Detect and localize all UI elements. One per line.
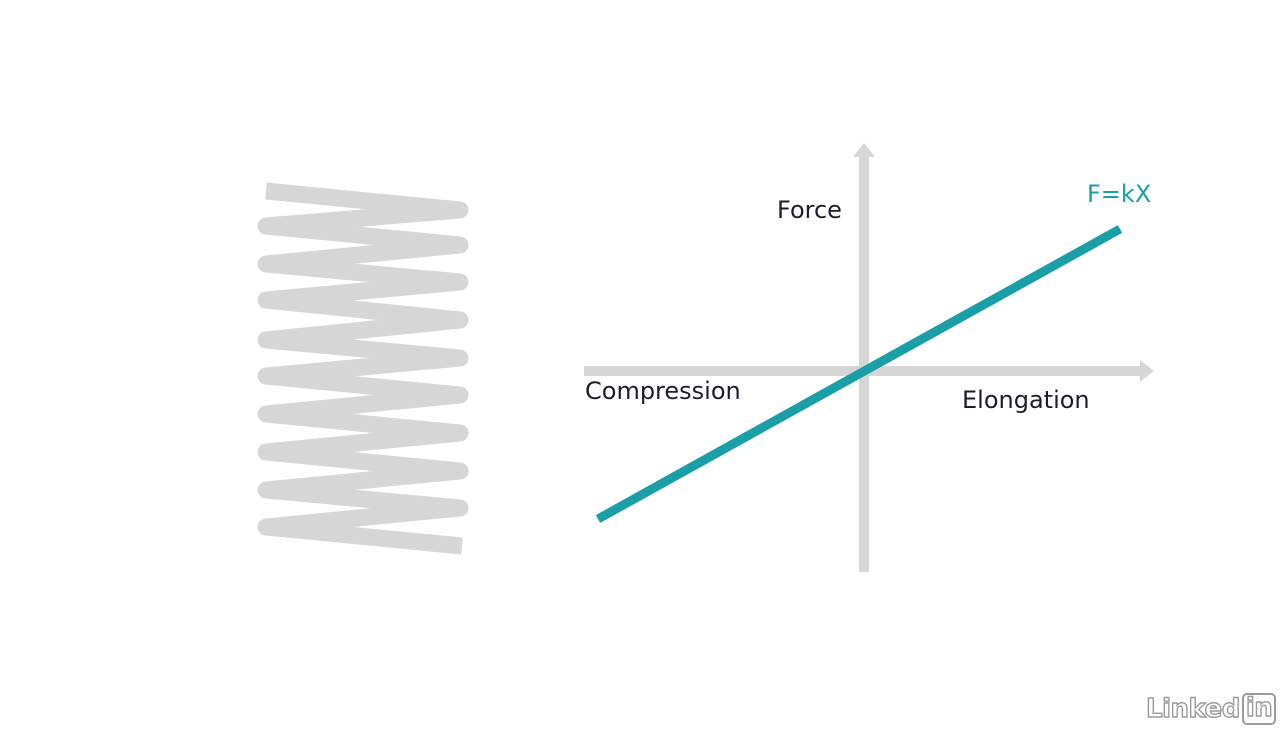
equation-label: F=kX	[1087, 180, 1152, 208]
force-line	[595, 225, 1123, 523]
y-axis-arrow	[853, 143, 875, 157]
spring-coil	[257, 182, 469, 555]
x-axis-arrow	[1140, 360, 1154, 382]
x-axis-right-label: Elongation	[962, 386, 1090, 414]
watermark-box-text: in	[1241, 693, 1277, 725]
watermark-text: Linked	[1145, 693, 1241, 724]
y-axis-label: Force	[777, 196, 842, 224]
x-axis-left-label: Compression	[585, 377, 741, 405]
linkedin-watermark: Linked in	[1145, 692, 1277, 726]
